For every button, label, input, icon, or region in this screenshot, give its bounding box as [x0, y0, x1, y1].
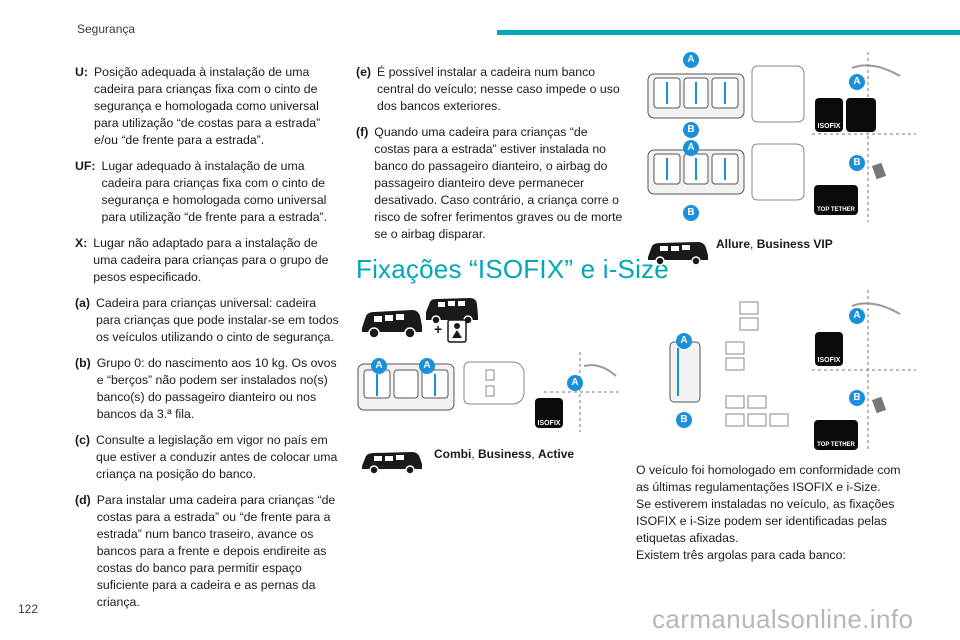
definition-key: (c): [75, 433, 91, 447]
anchor-pin-a: A: [683, 52, 699, 68]
anchor-pin-a: A: [849, 74, 865, 90]
definition-item: UF: Lugar adequado à instalação de uma ca…: [75, 158, 343, 226]
variant-caption-allure: Allure, Business VIP: [716, 237, 833, 251]
van-illustrations: [360, 298, 480, 346]
variant-name: Active: [538, 447, 575, 461]
definition-item: (e) É possível instalar a cadeira num ban…: [356, 64, 624, 115]
page-number: 122: [18, 602, 39, 616]
definition-key: X:: [75, 236, 88, 250]
definition-text: Posição adequada à instalação de uma cad…: [93, 65, 321, 147]
definition-text: Lugar adequado à instalação de uma cadei…: [101, 159, 328, 224]
definition-item: (c) Consulte a legislação em vigor no paí…: [75, 432, 343, 483]
definition-key: (f): [356, 125, 369, 139]
anchor-pin-a: A: [683, 140, 699, 156]
header-accent-bar: [497, 30, 960, 35]
seat-anchor-detail: [540, 352, 620, 432]
definition-key: (a): [75, 296, 91, 310]
definition-item: (a) Cadeira para crianças universal: cade…: [75, 295, 343, 346]
anchor-pin-b: B: [683, 122, 699, 138]
paragraph: Se estiverem instaladas no veículo, as f…: [636, 497, 895, 545]
rear-bench-seats-diagram: [356, 352, 456, 414]
definition-text: Cadeira para crianças universal: cadeira…: [96, 296, 339, 344]
anchor-pin-a: A: [676, 333, 692, 349]
anchor-detail-panel: [812, 290, 916, 450]
anchor-pin-b: B: [849, 390, 865, 406]
anchor-detail-panel: [812, 52, 916, 222]
definitions-column-1: U: Posição adequada à instalação de uma c…: [75, 64, 343, 620]
definition-text: Lugar não adaptado para a instalação de …: [93, 236, 329, 284]
watermark: carmanualsonline.info: [652, 604, 914, 634]
van-icon: [360, 450, 426, 475]
definition-text: É possível instalar a cadeira num banco …: [377, 65, 620, 113]
anchor-pin-a: A: [849, 308, 865, 324]
anchor-pin-b: B: [849, 155, 865, 171]
definition-key: U:: [75, 65, 88, 79]
definitions-column-2: (e) É possível instalar a cadeira num ban…: [356, 64, 624, 252]
svg-text:+: +: [434, 321, 442, 337]
anchor-pin-a: A: [419, 358, 435, 374]
definition-key: (d): [75, 493, 91, 507]
isofix-badge: ISOFIX: [535, 398, 563, 428]
definition-text: Grupo 0: do nascimento aos 10 kg. Os ovo…: [96, 356, 337, 421]
van-icon: [362, 298, 478, 339]
definition-item: (b) Grupo 0: do nascimento aos 10 kg. Os …: [75, 355, 343, 423]
isofix-badge: ISOFIX: [815, 98, 843, 132]
definition-text: Para instalar uma cadeira para crianças …: [96, 493, 336, 609]
variant-name: Allure: [716, 237, 751, 251]
seat-layout-diagram-allure: [646, 60, 806, 220]
anchor-pin-b: B: [676, 412, 692, 428]
variant-name: Business VIP: [756, 237, 833, 251]
page-header: Segurança: [0, 0, 960, 40]
definition-item: X: Lugar não adaptado para a instalação d…: [75, 235, 343, 286]
isofix-description: O veículo foi homologado em conformidade…: [636, 462, 908, 564]
isofix-badge: ISOFIX: [815, 332, 843, 366]
section-title: Fixações “ISOFIX” e i-Size: [356, 254, 669, 284]
anchor-pin-a: A: [567, 375, 583, 391]
section-header-title: Segurança: [77, 22, 136, 36]
definition-text: Consulte a legislação em vigor no país e…: [96, 433, 338, 481]
definition-key: (b): [75, 356, 91, 370]
variant-name: Combi: [434, 447, 472, 461]
variant-caption-combi: Combi, Business, Active: [434, 447, 575, 461]
top-tether-badge: TOP TETHER: [814, 420, 858, 450]
variant-name: Business: [478, 447, 532, 461]
definition-item: U: Posição adequada à instalação de uma c…: [75, 64, 343, 149]
vehicle-top-view: [460, 358, 530, 408]
definition-key: UF:: [75, 159, 96, 173]
child-seat-icon: +: [434, 318, 470, 344]
seat-layout-diagram-business-vip: [666, 296, 806, 436]
definition-item: (f) Quando uma cadeira para crianças “de …: [356, 124, 624, 243]
van-icon: [646, 240, 712, 266]
definition-key: (e): [356, 65, 372, 79]
paragraph: Existem três argolas para cada banco:: [636, 548, 846, 562]
paragraph: O veículo foi homologado em conformidade…: [636, 463, 901, 494]
i-size-badge: [846, 98, 876, 132]
definition-item: (d) Para instalar uma cadeira para crianç…: [75, 492, 343, 611]
anchor-pin-b: B: [683, 205, 699, 221]
anchor-pin-a: A: [371, 358, 387, 374]
definition-text: Quando uma cadeira para crianças “de cos…: [374, 125, 623, 241]
top-tether-badge: TOP TETHER: [814, 185, 858, 215]
